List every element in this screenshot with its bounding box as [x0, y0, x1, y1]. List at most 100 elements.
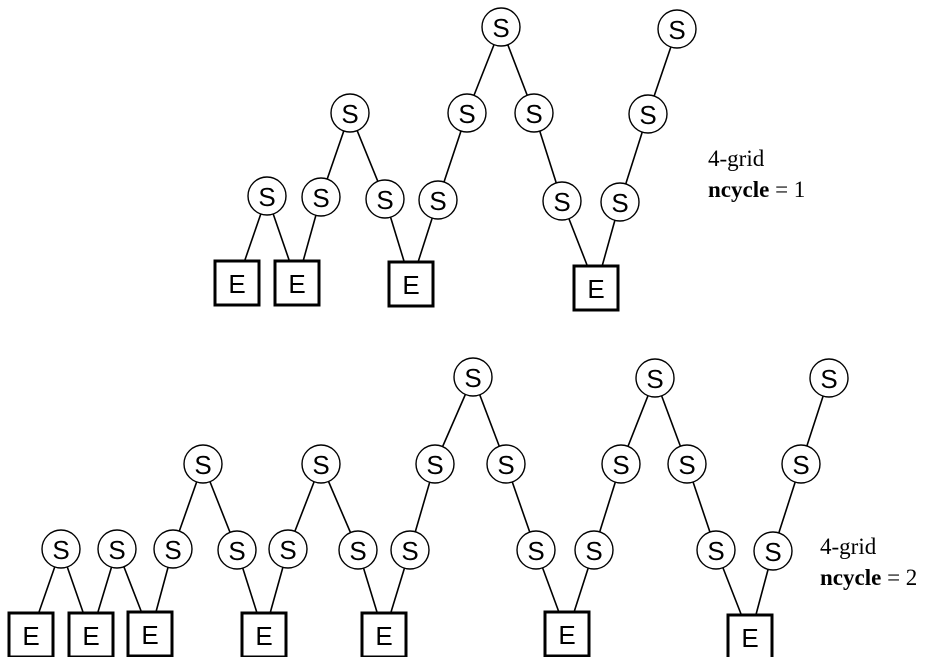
e-node: E	[360, 611, 408, 657]
s-node-label: S	[258, 182, 275, 212]
s-node: S	[301, 177, 341, 217]
e-node-box	[240, 611, 288, 657]
s-node: S	[667, 444, 707, 484]
e-node-label: E	[82, 621, 99, 651]
s-node-label: S	[764, 537, 781, 567]
caption-equals: =	[881, 565, 906, 590]
s-node-label: S	[312, 183, 329, 213]
s-node-label: S	[458, 99, 475, 129]
s-node-label: S	[525, 99, 542, 129]
s-node: S	[247, 176, 287, 216]
e-node-box	[126, 610, 174, 657]
caption-grid-label: 4-grid	[820, 534, 877, 559]
e-node-box	[543, 610, 591, 657]
s-node-circle	[415, 444, 455, 484]
caption-param-value: 1	[793, 177, 806, 202]
e-node-label: E	[375, 621, 392, 651]
s-node-label: S	[497, 450, 514, 480]
s-node-label: S	[228, 536, 245, 566]
s-node: S	[453, 357, 493, 397]
e-node: E	[126, 610, 174, 657]
s-node: S	[600, 182, 640, 222]
s-node-circle	[247, 176, 287, 216]
s-node-label: S	[792, 450, 809, 480]
e-node: E	[240, 611, 288, 657]
s-node: S	[41, 529, 81, 569]
s-node-label: S	[553, 187, 570, 217]
s-node-circle	[486, 444, 526, 484]
s-node: S	[418, 180, 458, 220]
e-node-label: E	[22, 621, 39, 651]
s-node-circle	[481, 7, 521, 47]
s-node: S	[390, 530, 430, 570]
e-node-label: E	[228, 269, 245, 299]
caption-param-line: ncycle = 1	[708, 174, 805, 205]
s-node: S	[183, 444, 223, 484]
s-node-circle	[696, 530, 736, 570]
s-node-circle	[41, 529, 81, 569]
s-node: S	[601, 444, 641, 484]
s-node: S	[481, 7, 521, 47]
s-node-label: S	[464, 363, 481, 393]
s-node: S	[542, 181, 582, 221]
s-node-circle	[301, 444, 341, 484]
s-node-label: S	[639, 100, 656, 130]
e-node-box	[726, 613, 774, 657]
e-node-box	[273, 259, 321, 307]
e-node: E	[213, 259, 261, 307]
s-node: S	[486, 444, 526, 484]
e-node: E	[726, 613, 774, 657]
e-node: E	[387, 260, 435, 308]
s-node: S	[696, 530, 736, 570]
s-node-label: S	[611, 188, 628, 218]
caption-grid-label: 4-grid	[708, 146, 765, 171]
e-node: E	[67, 611, 115, 657]
caption-param-name: ncycle	[708, 177, 770, 202]
caption-param-name: ncycle	[820, 565, 882, 590]
s-node: S	[268, 529, 308, 569]
s-node-label: S	[341, 99, 358, 129]
s-node-circle	[418, 180, 458, 220]
s-node: S	[516, 530, 556, 570]
e-node-box	[387, 260, 435, 308]
caption-ncycle-2: 4-grid ncycle = 2	[820, 531, 917, 593]
s-node: S	[657, 9, 697, 49]
s-node: S	[330, 93, 370, 133]
s-node-circle	[628, 94, 668, 134]
e-node-label: E	[141, 620, 158, 650]
s-node-label: S	[668, 15, 685, 45]
s-node: S	[514, 93, 554, 133]
s-node-circle	[268, 529, 308, 569]
s-node-label: S	[429, 186, 446, 216]
s-node-circle	[781, 444, 821, 484]
s-node: S	[447, 93, 487, 133]
s-node: S	[415, 444, 455, 484]
e-node: E	[543, 610, 591, 657]
s-node-circle	[753, 531, 793, 571]
s-node-circle	[338, 530, 378, 570]
s-node-label: S	[646, 364, 663, 394]
s-node-label: S	[585, 536, 602, 566]
s-node: S	[365, 179, 405, 219]
s-node-label: S	[52, 535, 69, 565]
s-node-circle	[600, 182, 640, 222]
e-node-label: E	[741, 623, 758, 653]
e-node-box	[213, 259, 261, 307]
s-node-circle	[635, 358, 675, 398]
caption-param-value: 2	[905, 565, 918, 590]
s-node-circle	[153, 529, 193, 569]
s-node-circle	[809, 358, 849, 398]
s-node: S	[574, 530, 614, 570]
e-node-label: E	[587, 274, 604, 304]
s-node-circle	[183, 444, 223, 484]
e-node-label: E	[558, 620, 575, 650]
s-node-circle	[601, 444, 641, 484]
s-node-circle	[365, 179, 405, 219]
s-node: S	[809, 358, 849, 398]
s-node-label: S	[312, 450, 329, 480]
s-node: S	[635, 358, 675, 398]
e-node-label: E	[255, 621, 272, 651]
s-node-label: S	[527, 536, 544, 566]
s-node-label: S	[707, 536, 724, 566]
